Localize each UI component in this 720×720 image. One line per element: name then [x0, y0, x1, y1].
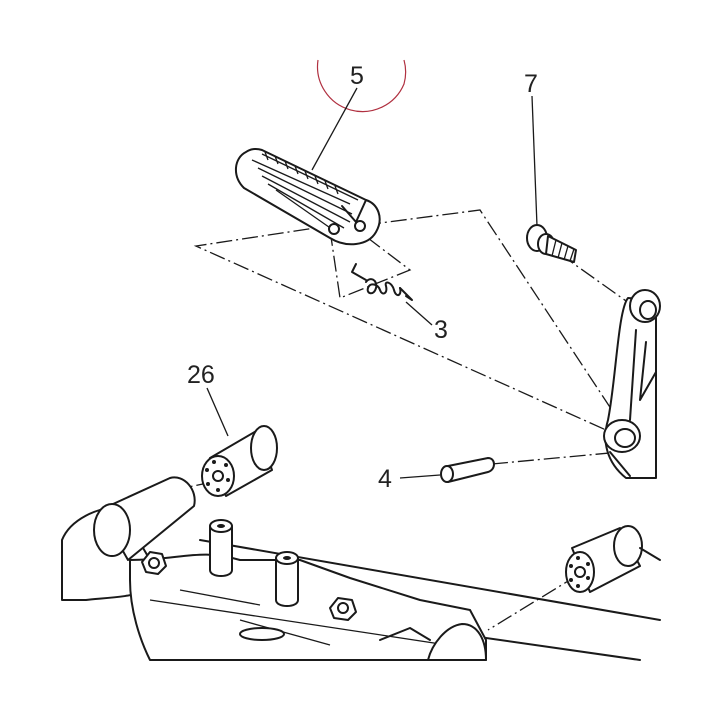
callout-5: 5	[350, 62, 364, 90]
post-1	[209, 519, 233, 577]
callout-3: 3	[434, 316, 448, 344]
frame-assembly	[61, 476, 661, 661]
callout-7: 7	[524, 70, 538, 98]
nut-left	[141, 551, 167, 575]
callout-26: 26	[187, 361, 215, 389]
callout-4: 4	[378, 465, 392, 493]
footpeg-bracket	[603, 289, 661, 479]
post-2	[275, 551, 299, 607]
bolt	[526, 224, 577, 263]
leader-lines	[206, 87, 538, 479]
spring	[351, 263, 413, 301]
highlight-circle	[316, 59, 407, 113]
bushing-right	[565, 525, 661, 593]
nut-center	[329, 597, 357, 621]
bushing-left	[201, 425, 278, 497]
pin	[440, 457, 495, 483]
footpeg	[235, 147, 381, 246]
